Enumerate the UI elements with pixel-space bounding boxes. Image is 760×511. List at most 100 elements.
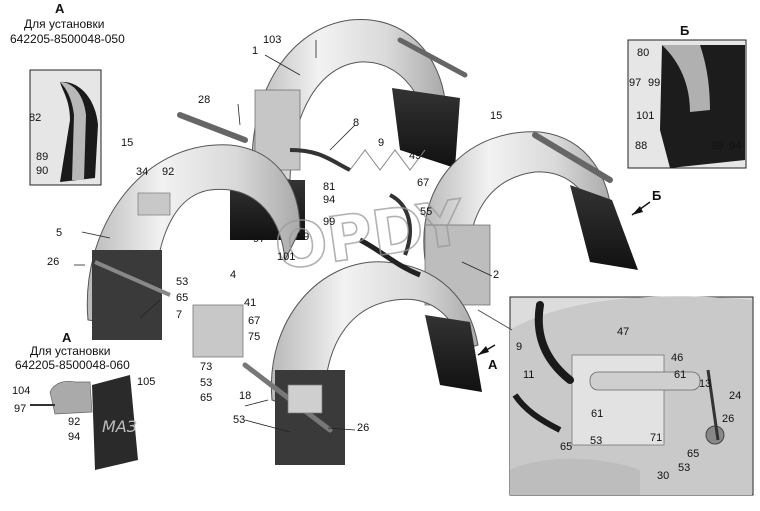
callout-label: 75 (248, 331, 261, 343)
callout-label: 90 (36, 165, 49, 177)
callout-label: 28 (198, 94, 211, 106)
pipe-middle (388, 193, 412, 256)
callout-label: 92 (162, 166, 175, 178)
callout-label: 61 (591, 408, 604, 420)
leader-lines (74, 40, 493, 433)
inset-a-top-fender (60, 82, 86, 180)
fender-right (423, 131, 638, 306)
callout-label: 49 (409, 150, 422, 162)
view-arrow-a-head (478, 346, 489, 355)
callout-label: 65 (560, 441, 573, 453)
callout-label: 65 (176, 292, 189, 304)
callout-label: 9 (516, 341, 523, 353)
callout-label: 99 (648, 77, 661, 89)
callout-label: 94 (323, 194, 336, 206)
inset-a-bottom-caption-1: Для установки (30, 344, 111, 358)
callout-label: 94 (68, 431, 81, 443)
callout-label: 7 (176, 309, 183, 321)
callout-label: 15 (121, 137, 134, 149)
callout-label: 94 (729, 140, 742, 152)
inset-b-letter: Б (680, 23, 690, 38)
callout-label: 30 (657, 470, 670, 482)
break-line (349, 149, 426, 171)
fender-bottom (242, 261, 482, 465)
callout-label: 73 (200, 361, 213, 373)
callout-label: 53 (678, 462, 691, 474)
callout-label: 11 (523, 369, 535, 381)
bar-left (94, 260, 171, 297)
view-arrow-a-letter: А (488, 357, 498, 372)
detail-lower-body (510, 458, 640, 495)
callout-label: 1 (252, 45, 259, 57)
callout-label: 53 (590, 435, 603, 447)
rod-top (397, 37, 468, 78)
inset-a-bottom-letter: А (62, 330, 72, 345)
mudflap-top (392, 88, 460, 168)
callout-label: 101 (277, 251, 296, 263)
callout-label: 53 (200, 377, 213, 389)
inset-b-fender (662, 45, 710, 112)
mudflap-right (570, 185, 638, 270)
callout-label: 24 (729, 390, 742, 402)
mudflap-bottom (425, 315, 482, 392)
callout-label: 99 (297, 231, 310, 243)
callout-label: 46 (671, 352, 684, 364)
inset-a-top-letter: А (55, 1, 65, 16)
callout-label: 97 (253, 233, 266, 245)
callout-label: 13 (699, 378, 712, 390)
callout-label: 53 (176, 276, 189, 288)
callout-label: 105 (137, 376, 156, 388)
callout-label: 2 (493, 269, 500, 281)
callout-label: 65 (200, 392, 213, 404)
part-41-block (192, 304, 244, 358)
callout-label: 47 (617, 326, 630, 338)
callout-label: 101 (636, 110, 655, 122)
rod-bottom (242, 362, 333, 433)
callout-label: 103 (263, 34, 282, 46)
callout-label: 8 (353, 117, 360, 129)
rod-left (177, 112, 248, 143)
callout-label: 67 (417, 177, 430, 189)
callout-label: 81 (323, 181, 336, 193)
inset-a-bottom-caption-2: 642205-8500048-060 (15, 358, 130, 372)
callout-label: 55 (420, 206, 433, 218)
callout-label: 97 (629, 77, 642, 89)
callout-label: 92 (68, 416, 81, 428)
callout-label: 80 (637, 47, 650, 59)
callout-label: 89 (36, 151, 49, 163)
detail-rod-24 (706, 369, 720, 441)
callout-label: 18 (239, 390, 252, 402)
detail-bracket (571, 354, 665, 446)
plate-left (137, 192, 171, 216)
inset-a-bottom-flap (92, 375, 138, 470)
inset-a-bottom-fender (49, 380, 93, 415)
callout-label: 26 (722, 413, 735, 425)
rod-right (532, 132, 613, 183)
hose-middle (358, 237, 421, 278)
detail-tube (589, 371, 701, 391)
view-arrow-b-letter: Б (652, 188, 662, 203)
callout-label: 26 (357, 422, 370, 434)
callout-label: 67 (248, 315, 261, 327)
inset-a-top-caption-1: Для установки (24, 17, 105, 31)
callout-label: 61 (674, 369, 687, 381)
callout-label: 82 (29, 112, 42, 124)
pipe-upper (289, 148, 351, 172)
callout-label: 65 (687, 448, 700, 460)
detail-hose (534, 301, 574, 384)
callout-label: 4 (230, 269, 237, 281)
callout-label: 99 (323, 216, 336, 228)
callout-label: 26 (47, 256, 60, 268)
detail-connector (477, 309, 513, 331)
inset-a-top-caption-2: 642205-8500048-050 (10, 32, 125, 46)
fender-left (86, 112, 301, 340)
callout-label: 104 (12, 385, 31, 397)
callout-label: 88 (635, 140, 648, 152)
callout-label: 53 (233, 414, 246, 426)
inset-a-bottom-logo: МАЗ (102, 417, 137, 436)
callout-label: 15 (490, 110, 503, 122)
detail-hose-lower (512, 393, 562, 433)
callout-label: 97 (14, 403, 27, 415)
callout-label: 9 (378, 137, 385, 149)
